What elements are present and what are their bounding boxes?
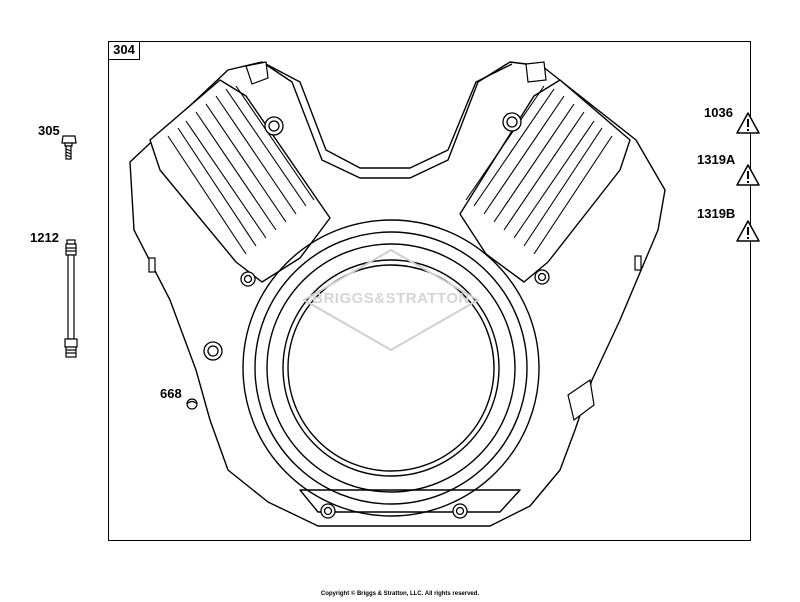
part-label-1212: 1212 [30, 230, 59, 245]
part-label-1319a: 1319A [697, 152, 736, 167]
watermark-text: BRIGGS&STRATTON [312, 290, 470, 307]
part-label-668: 668 [160, 386, 182, 401]
stud-icon [64, 239, 78, 358]
part-label-305: 305 [38, 123, 60, 138]
diagram-frame [108, 41, 751, 541]
warning-triangle-icon [736, 220, 760, 242]
warning-triangle-icon [736, 164, 760, 186]
part-label-1036: 1036 [704, 105, 733, 120]
part-label-1319b: 1319B [697, 206, 736, 221]
warning-triangle-icon [736, 112, 760, 134]
copyright-notice: Copyright © Briggs & Stratton, LLC. All … [320, 591, 480, 597]
main-part-number: 304 [108, 41, 140, 60]
bolt-icon [61, 135, 77, 160]
